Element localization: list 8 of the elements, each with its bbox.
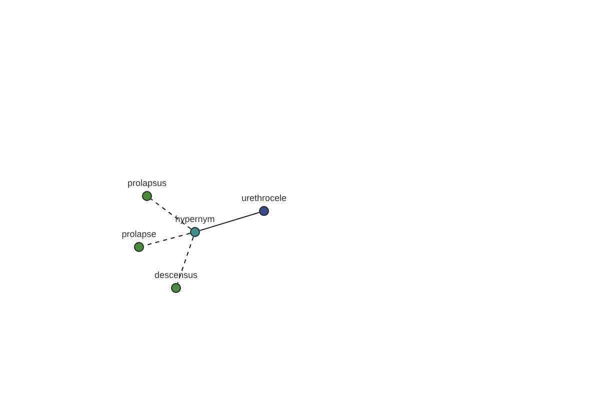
dashed-line <box>150 198 192 230</box>
node-label: prolapsus <box>127 178 167 188</box>
connector-line <box>199 212 260 232</box>
dashed-line <box>177 236 194 284</box>
node-label: descensus <box>154 270 198 280</box>
node-label: urethrocele <box>241 193 287 203</box>
node-label: hypernym <box>175 214 215 224</box>
node-label: prolapse <box>122 229 156 239</box>
